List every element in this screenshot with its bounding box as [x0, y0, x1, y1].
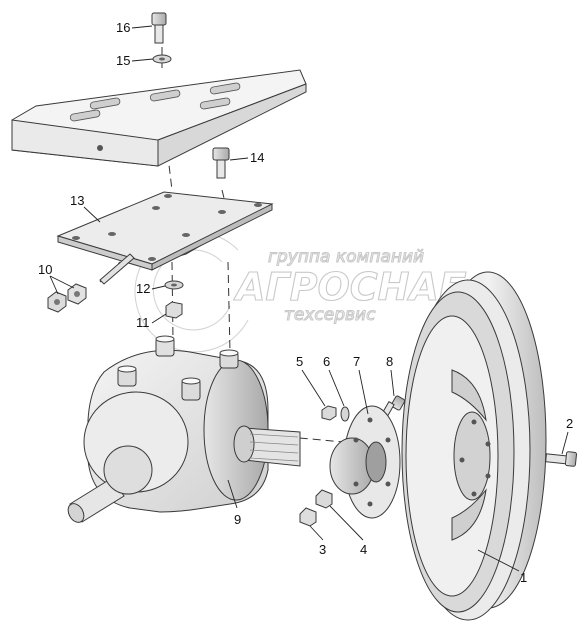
label-8: 8: [386, 354, 393, 369]
label-16: 16: [116, 20, 130, 35]
label-3: 3: [319, 542, 326, 557]
label-12: 12: [136, 281, 150, 296]
label-13: 13: [70, 193, 84, 208]
label-14: 14: [250, 150, 264, 165]
frame-plate: [11, 69, 307, 167]
watermark: группа компаний АГРОСНАБ техсервис: [134, 231, 468, 353]
watermark-line2: АГРОСНАБ: [233, 265, 468, 309]
part-4-nut: [315, 489, 333, 509]
label-4: 4: [360, 542, 367, 557]
label-15: 15: [116, 53, 130, 68]
part-5-nut: [321, 405, 337, 421]
label-2: 2: [566, 416, 573, 431]
part-1-pulley: [401, 271, 547, 621]
part-3-nut: [299, 507, 317, 527]
label-10: 10: [38, 262, 52, 277]
part-13-mounting-plate: [56, 191, 274, 271]
part-11-nut: [165, 301, 183, 319]
part-14-bolt: [212, 147, 230, 179]
part-10-nuts: [47, 283, 87, 313]
part-2-bolt: [545, 451, 578, 467]
part-6-washer: [340, 406, 350, 422]
label-6: 6: [323, 354, 330, 369]
part-15-washer: [152, 54, 172, 64]
label-1: 1: [520, 570, 527, 585]
watermark-line3: техсервис: [284, 305, 376, 325]
watermark-line1: группа компаний: [268, 247, 424, 267]
leader-lines: [49, 25, 569, 572]
label-9: 9: [234, 512, 241, 527]
stud-pin: [99, 253, 135, 285]
part-7-hub: [329, 405, 401, 519]
label-11: 11: [136, 315, 150, 330]
part-16-bolt: [151, 12, 167, 44]
label-7: 7: [353, 354, 360, 369]
label-5: 5: [296, 354, 303, 369]
part-12-washer: [164, 280, 184, 290]
part-numbers: 16 15 14 13 10 12 11 9 5 6 7 8 4 3 1 2: [38, 20, 573, 585]
part-9-gearbox: [67, 335, 301, 523]
